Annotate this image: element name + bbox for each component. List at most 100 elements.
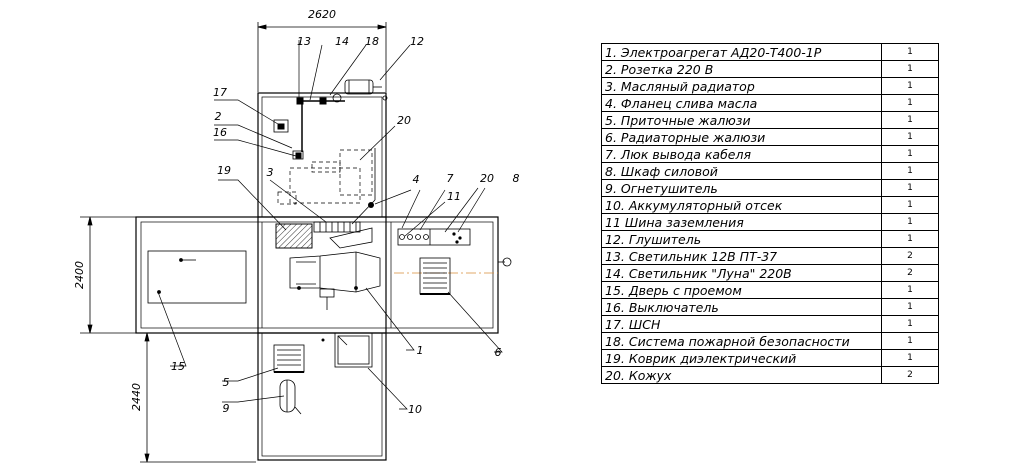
fire-extinguisher (279, 379, 302, 415)
legend-item-name: 2. Розетка 220 В (601, 60, 882, 78)
inlet-louvres (273, 344, 305, 373)
callout-18: 18 (365, 35, 379, 48)
door-with-opening (147, 250, 247, 304)
legend-item-name: 9. Огнетушитель (601, 179, 882, 197)
callout-labels: 13 14 18 12 17 2 16 20 19 3 4 7 20 8 11 … (171, 35, 520, 416)
legend-item-name: 18. Система пожарной безопасности (601, 332, 882, 350)
legend-item-name: 4. Фланец слива масла (601, 94, 882, 112)
callout-11: 11 (447, 190, 461, 203)
battery-compartment (334, 332, 373, 368)
dielectric-mat (275, 223, 313, 249)
legend-item-quantity: 1 (881, 315, 939, 333)
legend-item-name: 14. Светильник "Луна" 220В (601, 264, 882, 282)
oil-drain-flange (368, 202, 374, 208)
legend-item-name: 19. Коврик диэлектрический (601, 349, 882, 367)
callout-15: 15 (171, 360, 185, 373)
callout-1: 1 (417, 344, 424, 357)
legend-item-quantity: 1 (881, 94, 939, 112)
legend-item-name: 17. ШСН (601, 315, 882, 333)
legend-item-quantity: 1 (881, 162, 939, 180)
callout-20-right: 20 (480, 172, 494, 185)
callout-14: 14 (335, 35, 349, 48)
legend-item-quantity: 1 (881, 111, 939, 129)
callout-8: 8 (513, 172, 520, 185)
wiring-and-lamps (273, 56, 345, 160)
battery-compartment-dot (321, 338, 325, 342)
legend-item-name: 11 Шина заземления (601, 213, 882, 231)
legend-item-quantity: 2 (881, 264, 939, 282)
oil-radiator (277, 149, 373, 205)
dimension-lines (80, 22, 387, 463)
side-hatch-handle (498, 257, 512, 267)
radiator-louvres (419, 257, 451, 295)
legend-item-quantity: 1 (881, 332, 939, 350)
legend-item-name: 8. Шкаф силовой (601, 162, 882, 180)
legend-item-name: 13. Светильник 12В ПТ-37 (601, 247, 882, 265)
legend-item-name: 7. Люк вывода кабеля (601, 145, 882, 163)
legend-item-name: 12. Глушитель (601, 230, 882, 248)
callout-12: 12 (410, 35, 424, 48)
legend-item-quantity: 1 (881, 145, 939, 163)
legend-item-name: 15. Дверь с проемом (601, 281, 882, 299)
casing (351, 148, 376, 225)
callout-19: 19 (217, 164, 231, 177)
legend-item-name: 1. Электроагрегат АД20-Т400-1Р (601, 43, 882, 61)
legend-item-quantity: 1 (881, 230, 939, 248)
callout-3: 3 (267, 166, 274, 179)
legend-item-quantity: 1 (881, 298, 939, 316)
leader-lines (157, 40, 503, 410)
callout-6: 6 (495, 346, 502, 359)
legend-item-name: 20. Кожух (601, 366, 882, 384)
legend-item-quantity: 2 (881, 366, 939, 384)
callout-10: 10 (408, 403, 422, 416)
legend-item-name: 3. Масляный радиатор (601, 77, 882, 95)
legend-item-name: 10. Аккумуляторный отсек (601, 196, 882, 214)
legend-item-quantity: 1 (881, 349, 939, 367)
floor-plan-drawing: 2620 2400 2440 (73, 8, 520, 463)
legend-item-quantity: 2 (881, 247, 939, 265)
legend-item-quantity: 1 (881, 196, 939, 214)
callout-20-top: 20 (397, 114, 411, 127)
legend-item-quantity: 1 (881, 43, 939, 61)
legend-item-quantity: 1 (881, 213, 939, 231)
legend-item-name: 16. Выключатель (601, 298, 882, 316)
legend-item-name: 6. Радиаторные жалюзи (601, 128, 882, 146)
callout-2: 2 (215, 110, 222, 123)
legend-item-name: 5. Приточные жалюзи (601, 111, 882, 129)
legend-item-quantity: 1 (881, 77, 939, 95)
callout-5: 5 (223, 376, 230, 389)
power-cabinet (397, 228, 471, 246)
callout-17: 17 (213, 86, 227, 99)
legend-item-quantity: 1 (881, 179, 939, 197)
callout-9: 9 (223, 402, 230, 415)
callout-16: 16 (213, 126, 227, 139)
legend-item-quantity: 1 (881, 128, 939, 146)
callout-4: 4 (413, 173, 420, 186)
legend-item-quantity: 1 (881, 60, 939, 78)
extension-dimension-label: 2440 (130, 383, 143, 411)
callout-13: 13 (297, 35, 311, 48)
legend-item-quantity: 1 (881, 281, 939, 299)
